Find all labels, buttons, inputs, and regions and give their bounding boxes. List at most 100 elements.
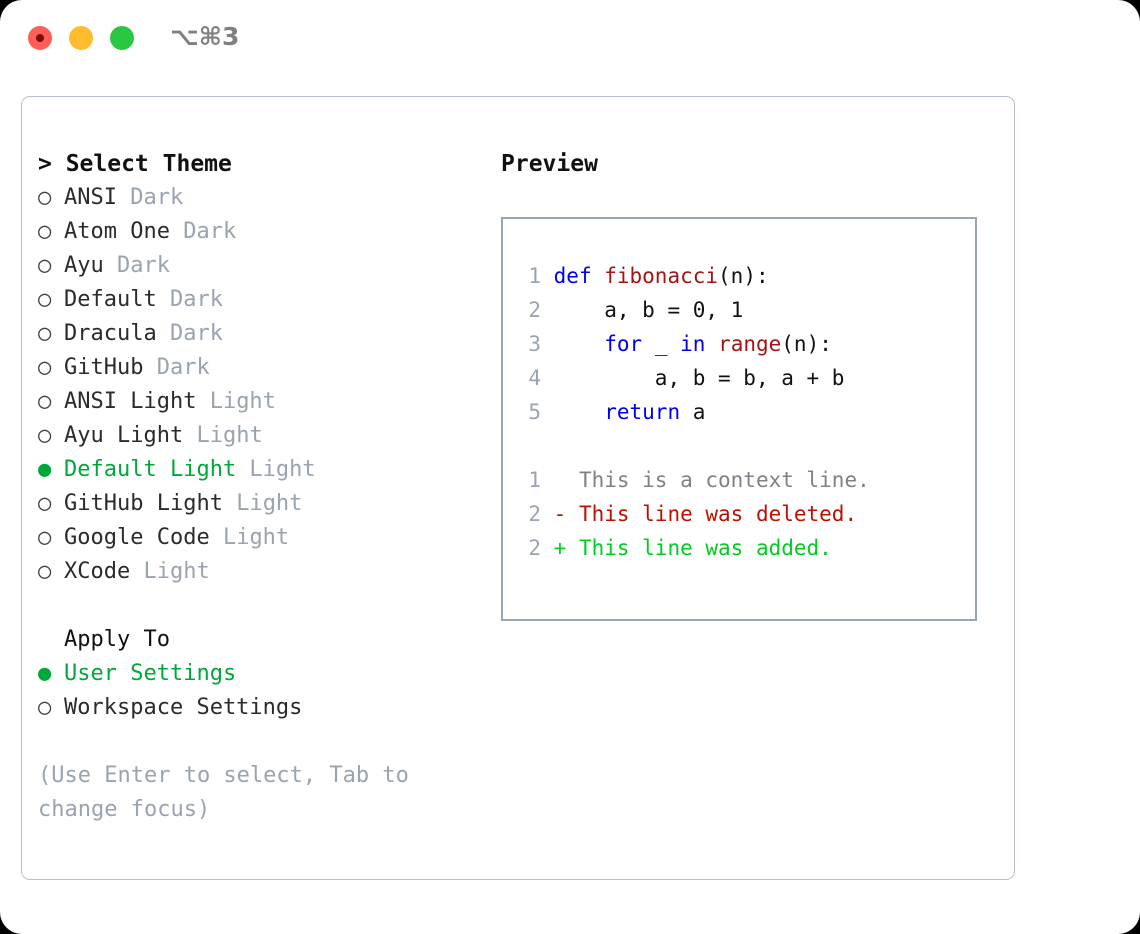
theme-item-kind: Dark — [156, 287, 223, 312]
code-line: 5 return a — [517, 395, 975, 429]
keyboard-hint-text: (Use Enter to select, Tab to change focu… — [38, 763, 423, 822]
line-number: 2 — [528, 298, 541, 322]
radio-unselected-icon: ○ — [38, 253, 52, 278]
theme-item-label: Ayu Light — [64, 423, 184, 448]
theme-item-kind: Dark — [143, 355, 210, 380]
theme-item-label: Default — [64, 287, 157, 312]
radio-unselected-icon: ○ — [38, 695, 52, 720]
code-token-kw: for — [604, 332, 643, 356]
code-token-txt — [554, 332, 605, 356]
theme-item-5[interactable]: ○ GitHub Dark — [38, 351, 478, 385]
code-token-txt: a, b = 0, 1 — [553, 298, 744, 322]
diff-line-del: 2 - This line was deleted. — [517, 497, 975, 531]
code-line: 3 for _ in range(n): — [517, 327, 975, 361]
theme-item-kind: Light — [196, 389, 276, 414]
theme-item-label: Google Code — [64, 525, 210, 550]
code-token-txt: a, b = b, a + b — [553, 366, 845, 390]
theme-item-label: Dracula — [64, 321, 157, 346]
theme-item-2[interactable]: ○ Ayu Dark — [38, 249, 478, 283]
theme-item-4[interactable]: ○ Dracula Dark — [38, 317, 478, 351]
code-token-txt: (n): — [781, 332, 832, 356]
code-token-txt — [554, 400, 605, 424]
line-number: 4 — [528, 366, 541, 390]
close-button[interactable] — [28, 26, 52, 50]
theme-item-kind: Light — [209, 525, 290, 550]
code-token-kw: def — [553, 264, 605, 288]
theme-selector-column: > Select Theme ○ANSI Dark○Atom One Dark○… — [38, 147, 478, 827]
minimize-button[interactable] — [69, 26, 93, 50]
theme-item-kind: Light — [236, 457, 316, 482]
theme-item-label: Default Light — [64, 457, 237, 482]
code-line: 4 a, b = b, a + b — [517, 361, 975, 395]
theme-item-label: ANSI Light — [64, 389, 197, 414]
theme-item-kind: Dark — [169, 219, 237, 244]
apply-to-title: Apply To — [64, 627, 170, 652]
radio-unselected-icon: ○ — [38, 559, 52, 584]
theme-item-label: XCode — [64, 559, 131, 584]
radio-unselected-icon: ○ — [38, 423, 52, 448]
apply-to-item-0[interactable]: ● User Settings — [38, 657, 478, 691]
theme-item-3[interactable]: ○ Default Dark — [38, 283, 478, 317]
apply-to-list[interactable]: ● User Settings ○ Workspace Settings — [38, 657, 478, 725]
theme-item-8[interactable]: ● Default Light Light — [38, 453, 478, 487]
code-line: 1 def fibonacci(n): — [517, 259, 975, 293]
code-token-bi: range — [718, 332, 782, 356]
theme-item-kind: Dark — [156, 321, 223, 346]
keyboard-shortcut-label: ⌥⌘3 — [170, 22, 240, 51]
theme-item-10[interactable]: ○Google Code Light — [38, 521, 478, 555]
line-number: 3 — [528, 332, 541, 356]
code-token-fn: fibonacci — [604, 264, 719, 288]
radio-unselected-icon: ○ — [38, 287, 52, 312]
theme-item-label: Ayu — [64, 253, 104, 278]
diff-text: - This line was deleted. — [553, 502, 858, 526]
diff-line-ctx: 1 This is a context line. — [517, 463, 975, 497]
line-number: 1 — [528, 264, 541, 288]
radio-selected-icon: ● — [38, 457, 52, 482]
radio-unselected-icon: ○ — [38, 185, 52, 210]
theme-item-kind: Dark — [116, 185, 184, 210]
line-number: 2 — [528, 502, 541, 526]
code-token-kw: return — [604, 400, 681, 424]
theme-item-label: ANSI — [64, 185, 117, 210]
code-token-txt — [705, 332, 718, 356]
diff-text: This is a context line. — [553, 468, 870, 492]
theme-list[interactable]: ○ ANSI Dark ○ Atom One Dark ○ Ayu Dark ○ Defaul… — [38, 181, 478, 589]
line-number: 2 — [528, 536, 541, 560]
radio-unselected-icon: ○ — [38, 389, 52, 414]
apply-to-item-label: Workspace Settings — [64, 695, 303, 720]
radio-unselected-icon: ○ — [38, 355, 52, 380]
theme-item-0[interactable]: ○ ANSI Dark — [38, 181, 478, 215]
code-token-txt: a — [680, 400, 706, 424]
line-number: 5 — [528, 400, 541, 424]
diff-text: + This line was added. — [553, 536, 832, 560]
theme-item-1[interactable]: ○ Atom One Dark — [38, 215, 478, 249]
apply-to-item-label: User Settings — [64, 661, 237, 686]
theme-item-label: GitHub — [64, 355, 144, 380]
theme-item-6[interactable]: ○ ANSI Light Light — [38, 385, 478, 419]
theme-item-kind: Dark — [103, 253, 170, 278]
content-panel: > Select Theme ○ANSI Dark○Atom One Dark○… — [21, 96, 1015, 880]
window-controls — [28, 26, 134, 50]
section-spacer — [38, 589, 478, 623]
radio-unselected-icon: ○ — [38, 219, 52, 244]
title-bar: ⌥⌘3 — [0, 0, 1140, 78]
theme-item-9[interactable]: ○GitHub Light Light — [38, 487, 478, 521]
radio-unselected-icon: ○ — [38, 321, 52, 346]
maximize-button[interactable] — [110, 26, 134, 50]
diff-line-add: 2 + This line was added. — [517, 531, 975, 565]
radio-selected-icon: ● — [38, 661, 52, 686]
apply-to-item-1[interactable]: ○ Workspace Settings — [38, 691, 478, 725]
radio-unselected-icon: ○ — [38, 491, 52, 516]
preview-header: Preview — [501, 151, 598, 177]
preview-column: Preview 1 def fibonacci(n):2 a, b = 0, 1… — [501, 147, 991, 621]
code-line: 2 a, b = 0, 1 — [517, 293, 975, 327]
line-number: 1 — [528, 468, 541, 492]
theme-list-header: > Select Theme — [38, 151, 232, 177]
theme-item-11[interactable]: ○XCode Light — [38, 555, 478, 589]
code-spacer — [517, 429, 975, 463]
theme-item-label: Atom One — [64, 219, 170, 244]
theme-item-7[interactable]: ○Ayu Light Light — [38, 419, 478, 453]
